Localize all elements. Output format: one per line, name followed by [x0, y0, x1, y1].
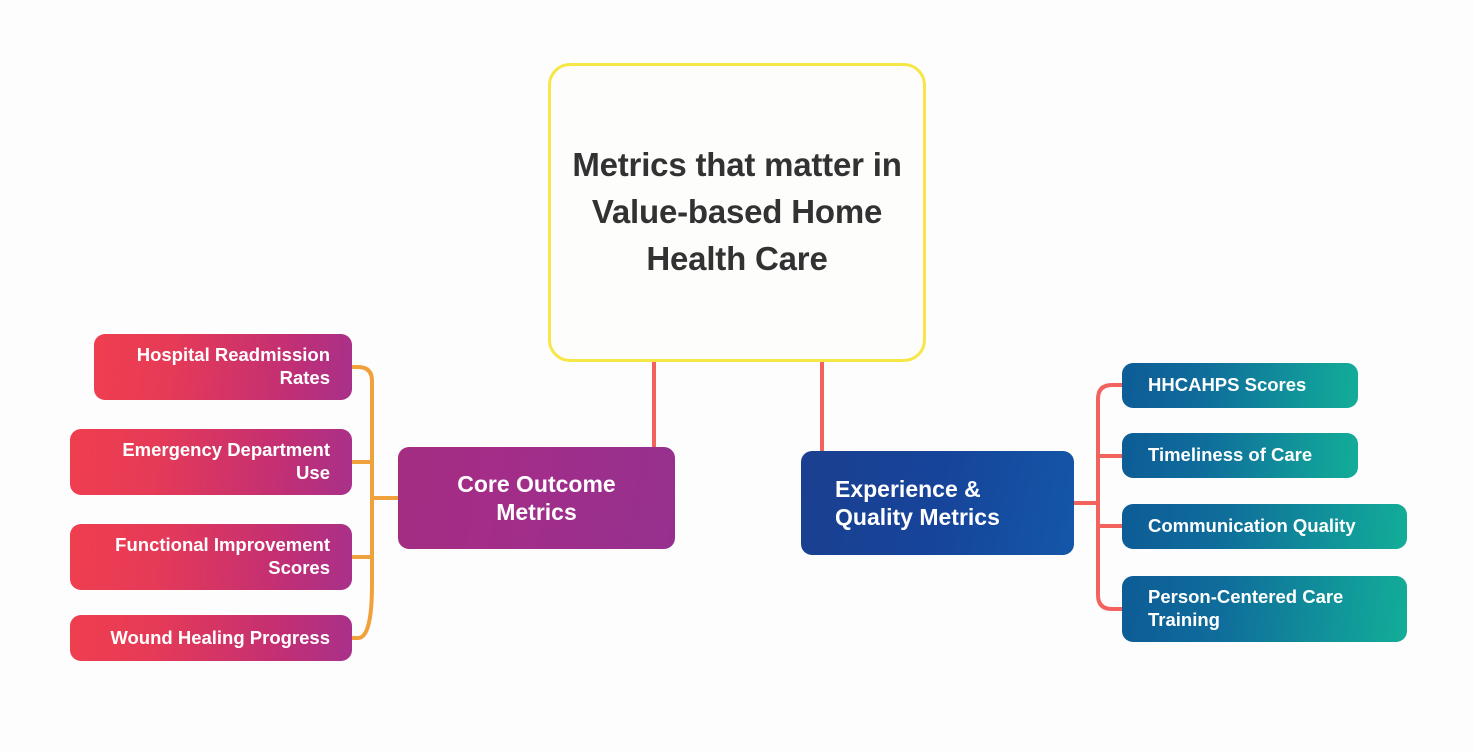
leaf-node-timeliness-of-care[interactable]: Timeliness of Care	[1122, 433, 1358, 478]
leaf-node-label: Emergency Department Use	[122, 439, 330, 483]
leaf-node-hhcahps-scores[interactable]: HHCAHPS Scores	[1122, 363, 1358, 408]
leaf-node-label: HHCAHPS Scores	[1148, 374, 1307, 396]
leaf-node-label: Communication Quality	[1148, 515, 1356, 537]
root-node[interactable]: Metrics that matter in Value-based Home …	[548, 63, 926, 362]
leaf-node-label: Timeliness of Care	[1148, 444, 1313, 466]
connector-core-spine	[352, 365, 374, 640]
leaf-node-label: Hospital Readmission Rates	[136, 344, 330, 388]
leaf-node-label: Functional Improvement Scores	[115, 534, 330, 578]
branch-node-core-outcome-metrics[interactable]: Core Outcome Metrics	[398, 447, 675, 549]
root-node-label: Metrics that matter in Value-based Home …	[572, 146, 902, 277]
leaf-node-label: Wound Healing Progress	[110, 626, 330, 648]
branch-node-label: Core Outcome Metrics	[457, 470, 616, 525]
branch-node-label: Experience & Quality Metrics	[835, 475, 1000, 530]
leaf-node-hospital-readmission-rates[interactable]: Hospital Readmission Rates	[94, 334, 352, 400]
leaf-node-communication-quality[interactable]: Communication Quality	[1122, 504, 1407, 549]
leaf-node-functional-improvement-scores[interactable]: Functional Improvement Scores	[70, 524, 352, 590]
connector-experience-spine	[1096, 383, 1122, 611]
branch-node-experience-quality-metrics[interactable]: Experience & Quality Metrics	[801, 451, 1074, 555]
leaf-node-emergency-department-use[interactable]: Emergency Department Use	[70, 429, 352, 495]
leaf-node-label: Person-Centered Care Training	[1148, 586, 1344, 630]
leaf-node-person-centered-care-training[interactable]: Person-Centered Care Training	[1122, 576, 1407, 642]
leaf-node-wound-healing-progress[interactable]: Wound Healing Progress	[70, 615, 352, 661]
